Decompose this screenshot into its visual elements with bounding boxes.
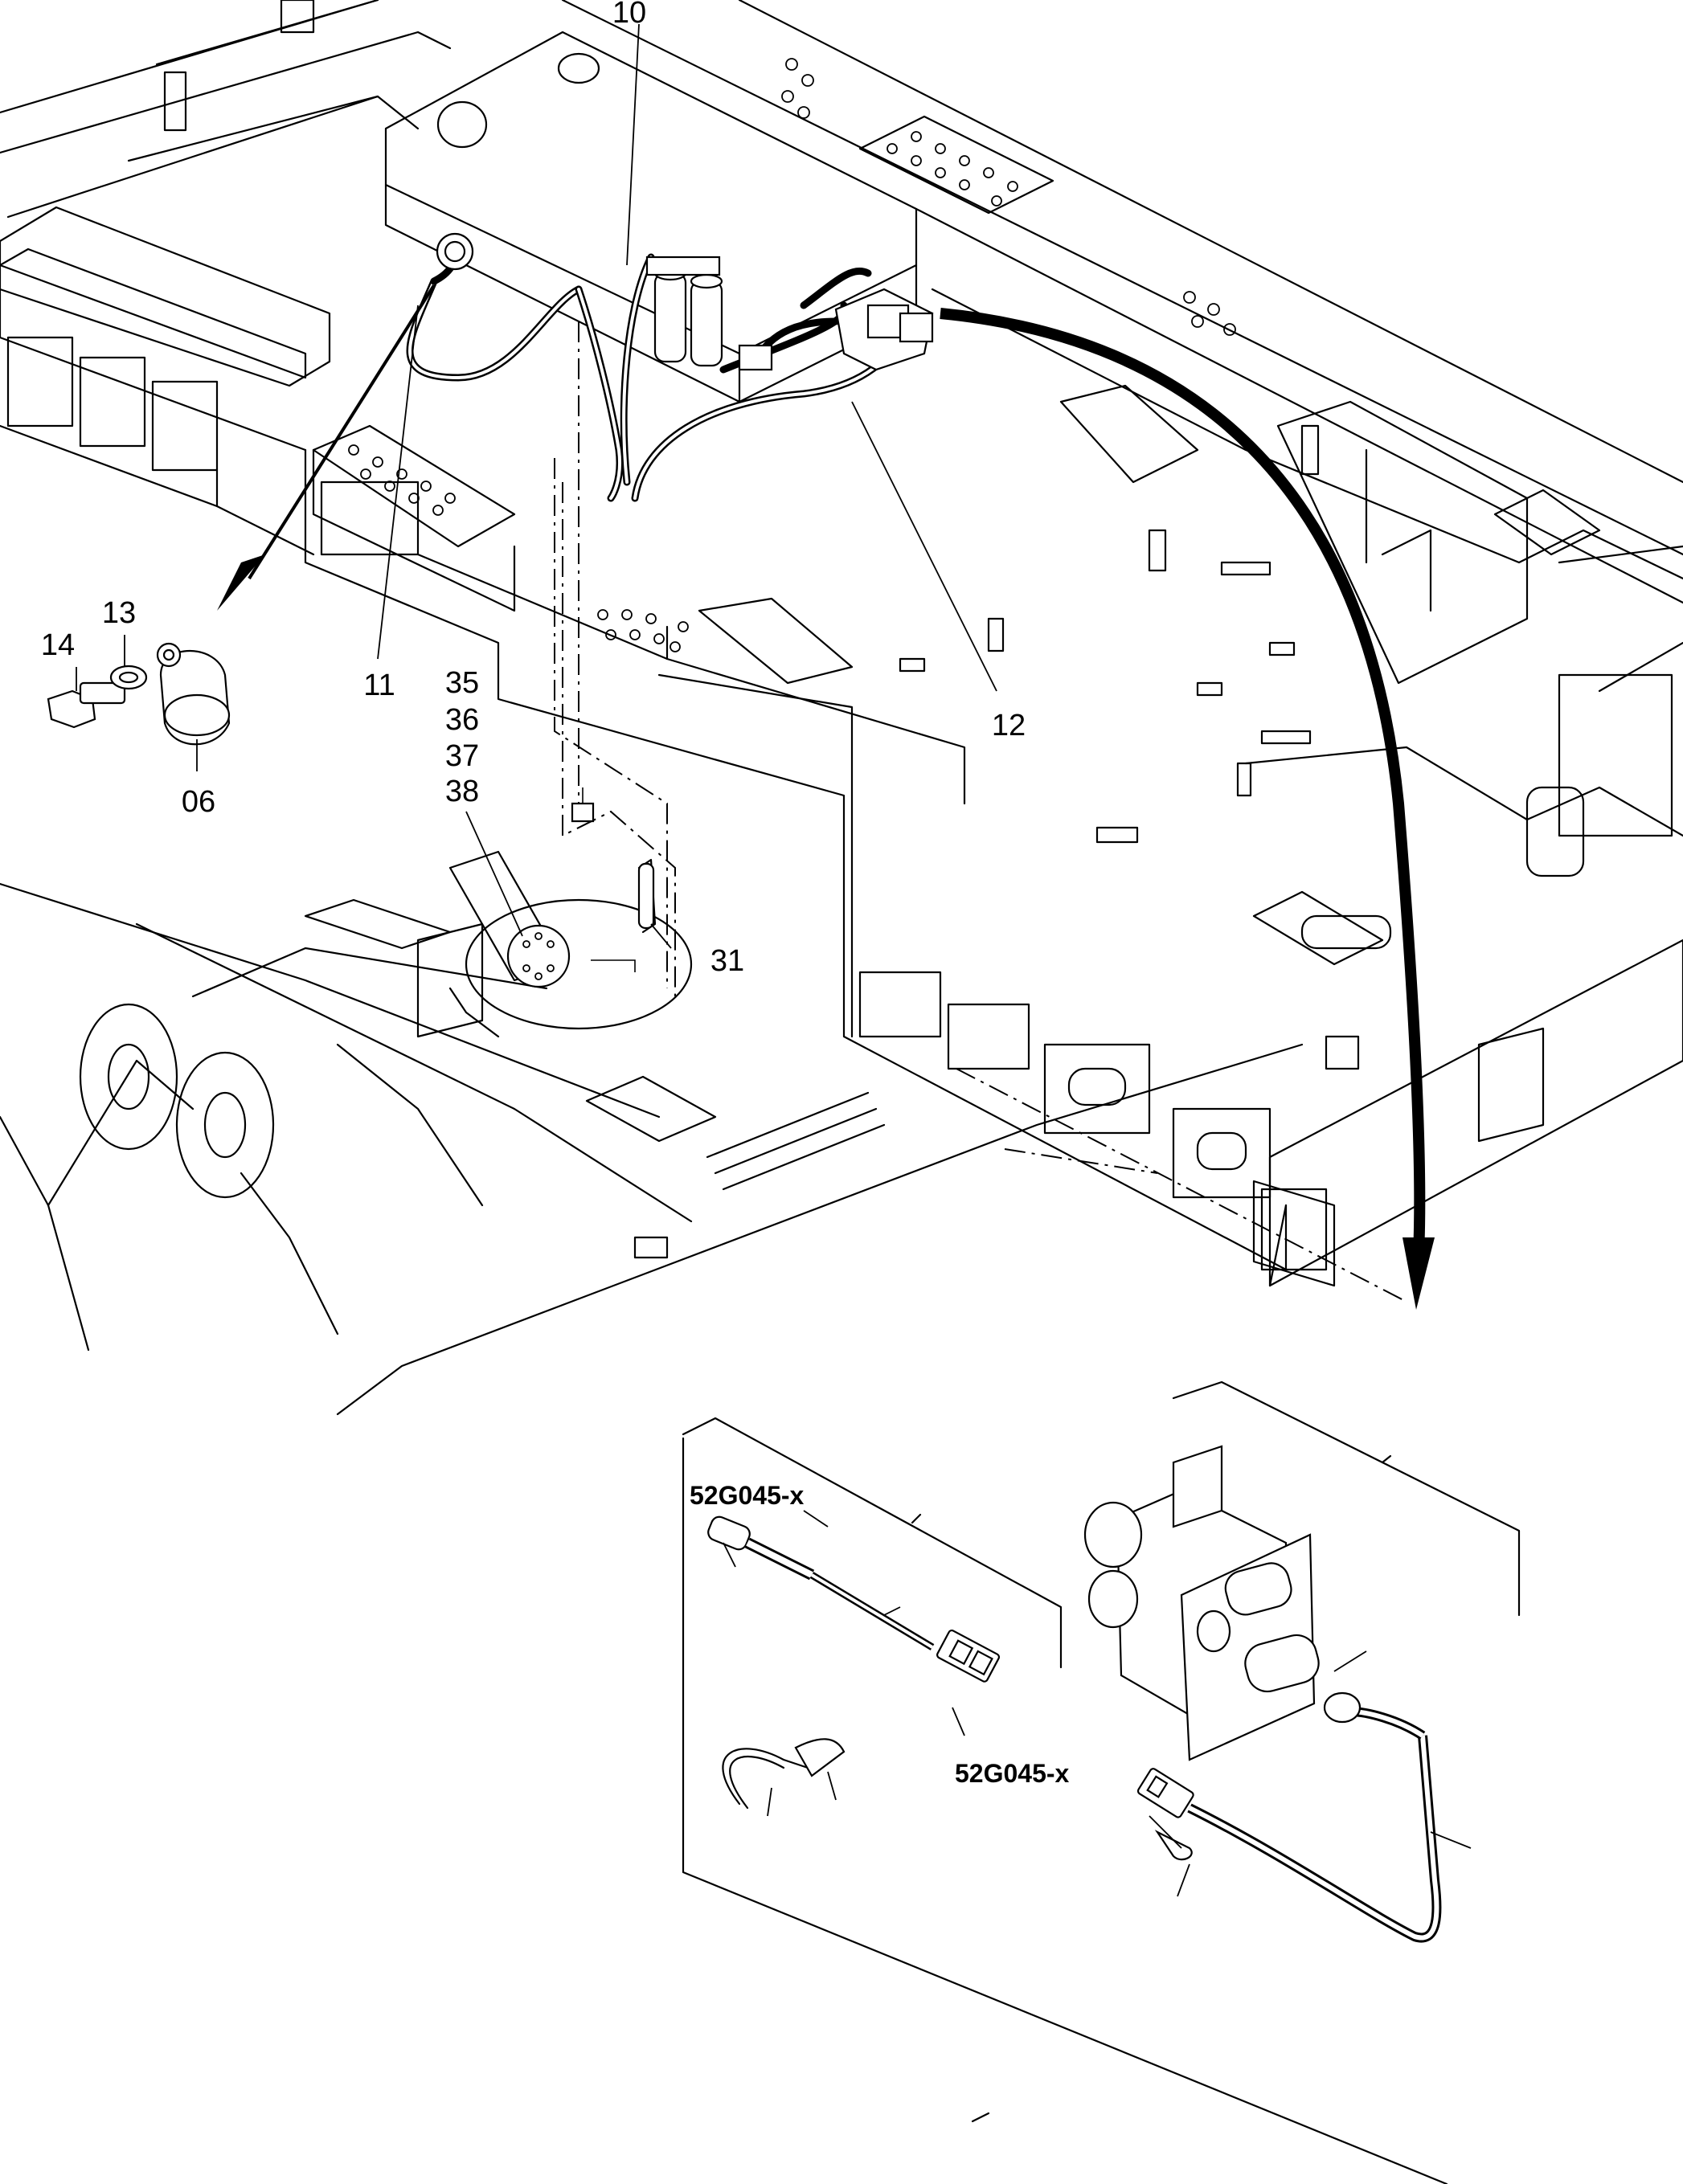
- callout-31: 31: [710, 944, 744, 978]
- callout-labels: 10 11 12 13 14 06 35 36 37 38 31 52G045-…: [41, 0, 1070, 1788]
- wiring-harness: [707, 1515, 1442, 1943]
- callout-35: 35: [445, 666, 479, 700]
- callout-harness-b: 52G045-x: [955, 1759, 1070, 1788]
- callout-14: 14: [41, 628, 75, 662]
- access-cover: [506, 858, 657, 988]
- leader-lines: [76, 23, 1472, 1897]
- plate-holes-center: [597, 609, 689, 652]
- cable-tie: [722, 1738, 846, 1810]
- callout-12: 12: [992, 709, 1026, 742]
- clamp-detail: [47, 642, 231, 746]
- callout-06: 06: [182, 785, 215, 819]
- callout-harness-a: 52G045-x: [690, 1481, 805, 1510]
- callout-36: 36: [445, 703, 479, 737]
- callout-38: 38: [445, 775, 479, 808]
- flow-arrow-left: [217, 284, 436, 611]
- flow-arrow-right: [940, 308, 1435, 1310]
- plate-holes-left: [348, 444, 456, 516]
- plate-holes-top: [887, 131, 1018, 207]
- callout-13: 13: [102, 596, 136, 630]
- socket-detail-box: [1172, 1380, 1521, 1617]
- socket-block: [1083, 1445, 1320, 1761]
- callout-37: 37: [445, 739, 479, 773]
- reference-lines: [554, 321, 1407, 1303]
- chassis-frame: [0, 0, 1683, 1416]
- accumulator-assembly: [436, 232, 934, 371]
- harness-detail-box: [682, 1417, 1448, 2184]
- callout-11: 11: [363, 669, 395, 702]
- callout-10: 10: [612, 0, 646, 30]
